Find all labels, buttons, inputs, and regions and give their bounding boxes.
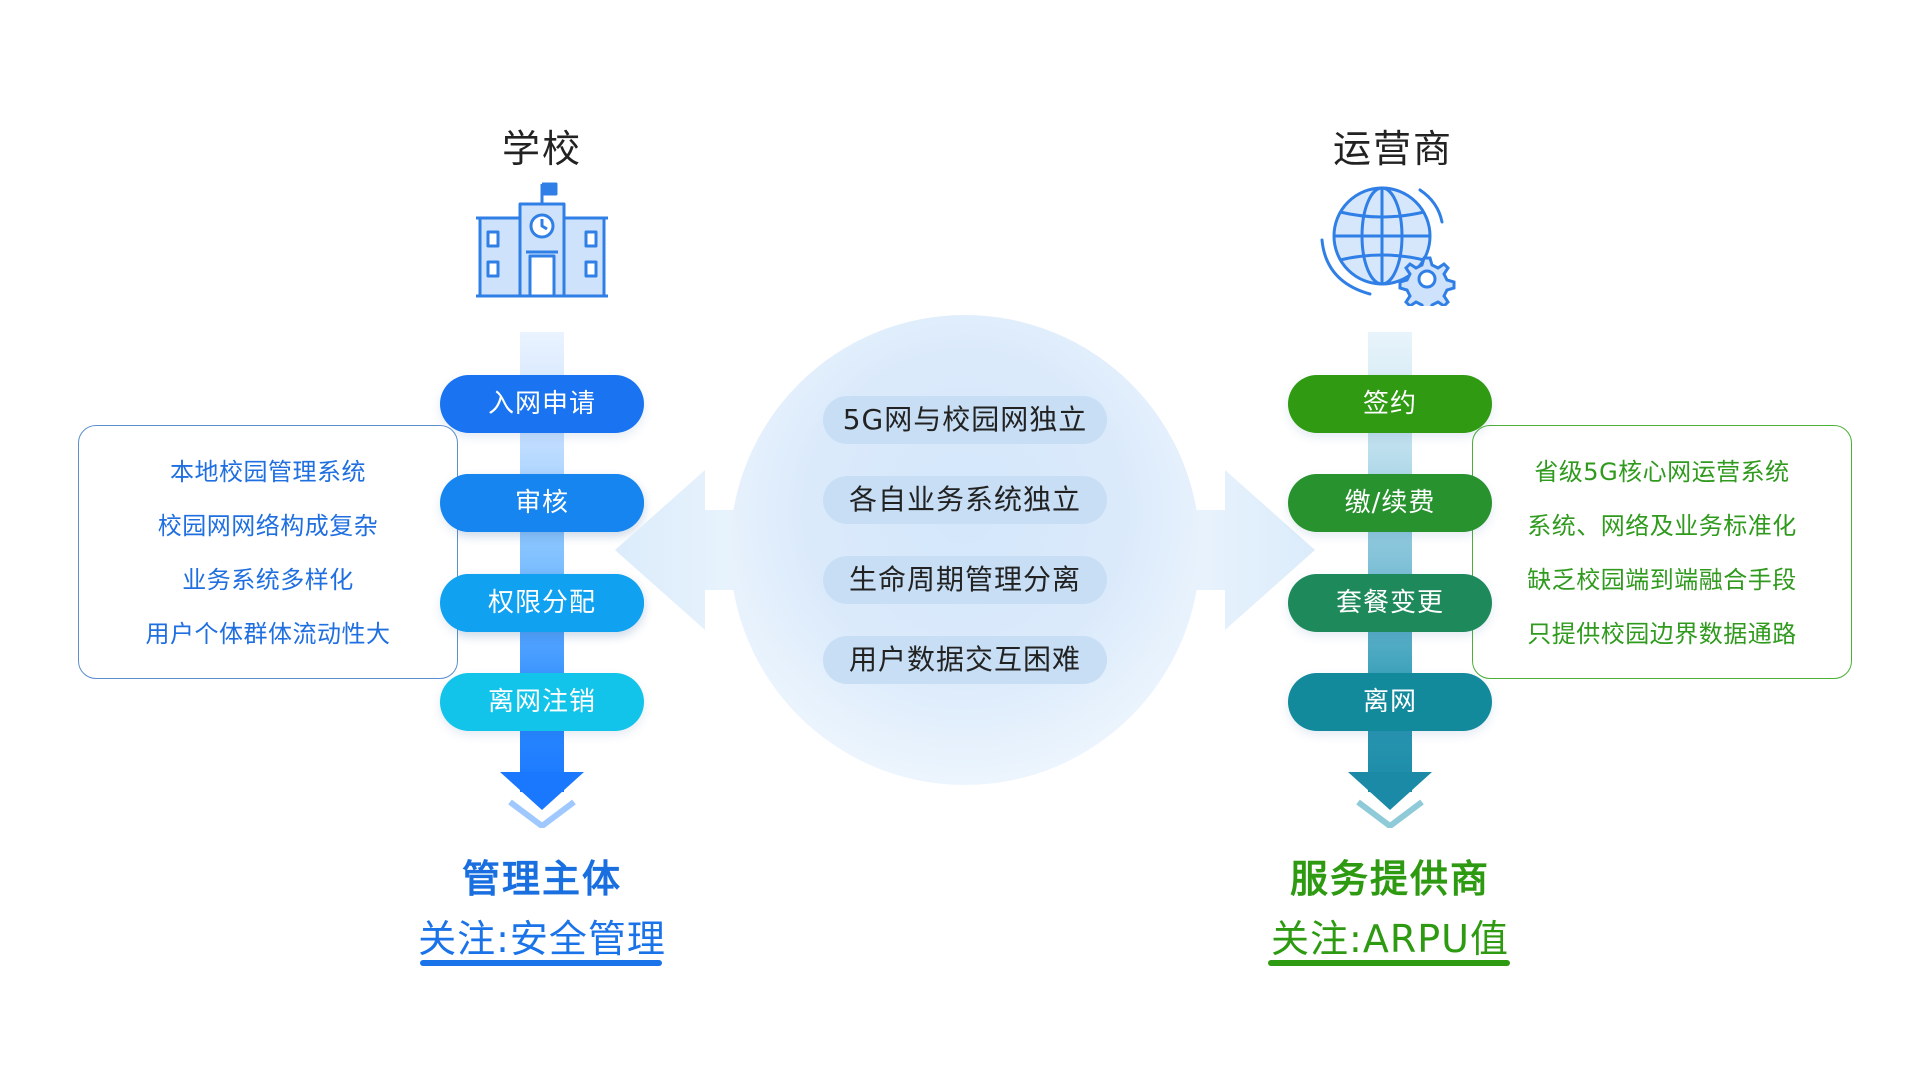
operator-step-sign-button[interactable]: 签约 <box>1288 375 1492 433</box>
operator-issue-item: 缺乏校园端到端融合手段 <box>1527 566 1797 594</box>
school-issues-box: 本地校园管理系统 校园网网络构成复杂 业务系统多样化 用户个体群体流动性大 <box>78 425 458 679</box>
operator-step-payment-button[interactable]: 缴/续费 <box>1288 474 1492 532</box>
operator-role-title: 服务提供商 <box>1289 857 1490 901</box>
center-issue-item: 5G网与校园网独立 <box>823 396 1107 444</box>
center-issue-item: 各自业务系统独立 <box>823 476 1107 524</box>
operator-title: 运营商 <box>1332 127 1453 171</box>
school-issue-item: 本地校园管理系统 <box>170 458 366 486</box>
school-step-permission-button[interactable]: 权限分配 <box>440 574 644 632</box>
school-title: 学校 <box>501 127 582 171</box>
school-focus-underline <box>420 960 662 966</box>
operator-focus-underline <box>1268 960 1510 966</box>
school-step-review-button[interactable]: 审核 <box>440 474 644 532</box>
operator-step-exit-button[interactable]: 离网 <box>1288 673 1492 731</box>
school-issue-item: 业务系统多样化 <box>182 566 354 594</box>
globe-gear-icon <box>1320 186 1456 306</box>
center-issue-item: 用户数据交互困难 <box>823 636 1107 684</box>
operator-issue-item: 系统、网络及业务标准化 <box>1527 512 1797 540</box>
school-issue-item: 用户个体群体流动性大 <box>145 620 391 648</box>
school-focus-label: 关注:安全管理 <box>418 917 666 961</box>
school-building-icon <box>476 182 608 298</box>
center-circle <box>730 315 1200 785</box>
operator-issue-item: 省级5G核心网运营系统 <box>1534 458 1790 486</box>
operator-flow-arrowhead <box>1348 772 1432 828</box>
school-issue-item: 校园网网络构成复杂 <box>157 512 379 540</box>
school-flow-arrowhead <box>500 772 584 828</box>
operator-step-plan-change-button[interactable]: 套餐变更 <box>1288 574 1492 632</box>
school-role-title: 管理主体 <box>461 857 622 901</box>
center-issue-item: 生命周期管理分离 <box>823 556 1107 604</box>
operator-issues-box: 省级5G核心网运营系统 系统、网络及业务标准化 缺乏校园端到端融合手段 只提供校… <box>1472 425 1852 679</box>
operator-focus-label: 关注:ARPU值 <box>1271 917 1509 961</box>
school-step-exit-button[interactable]: 离网注销 <box>440 673 644 731</box>
school-step-apply-button[interactable]: 入网申请 <box>440 375 644 433</box>
operator-issue-item: 只提供校园边界数据通路 <box>1527 620 1797 648</box>
